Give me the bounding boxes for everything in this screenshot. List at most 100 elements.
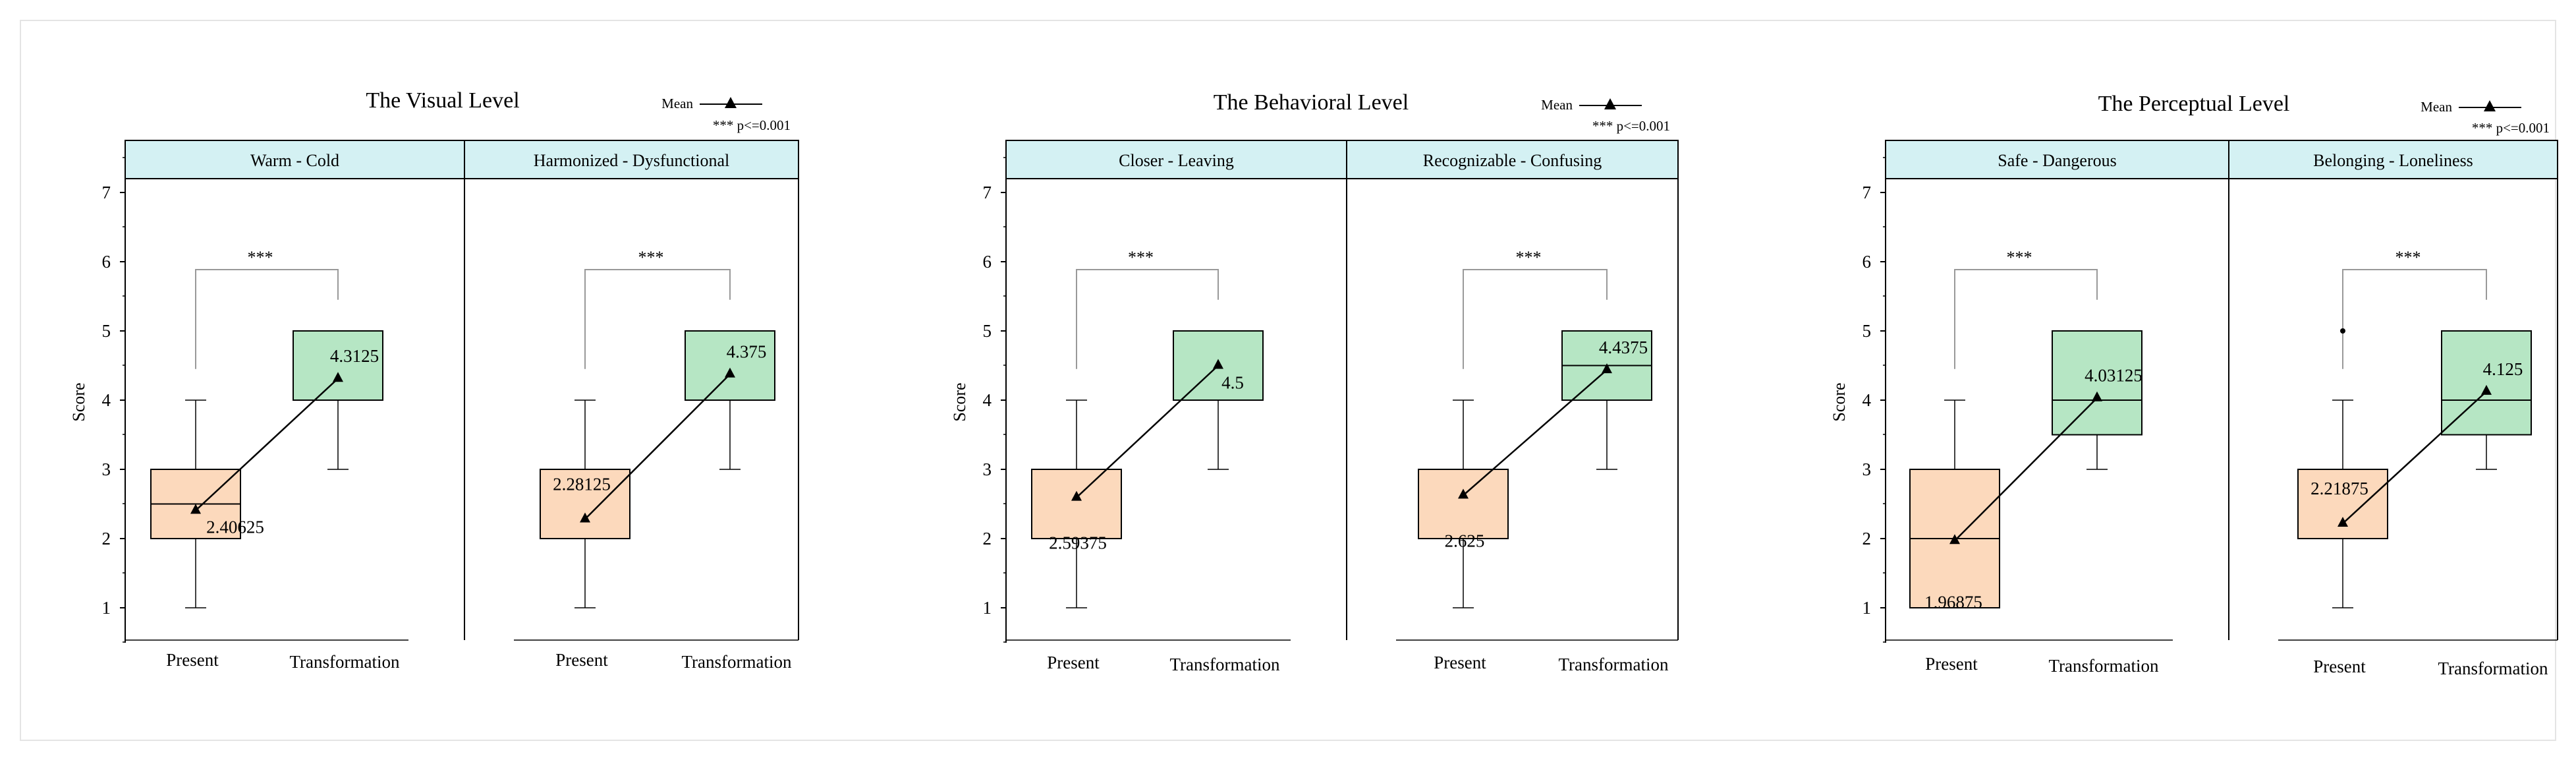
y-tick-label: 1 — [102, 598, 111, 618]
legend-mean-label: Mean — [2421, 99, 2452, 115]
x-tick-label: Transformation — [682, 652, 792, 672]
x-tick-label: Present — [1925, 654, 1978, 674]
mean-value-label: 1.96875 — [1924, 592, 1982, 612]
box-body — [1031, 469, 1122, 539]
mean-triangle-icon — [190, 504, 201, 514]
significance-bracket — [2342, 269, 2487, 369]
box-body — [2297, 469, 2388, 539]
significance-note: *** p<=0.001 — [1592, 118, 1670, 134]
x-tick-label: Transformation — [2049, 656, 2159, 676]
significance-note: *** p<=0.001 — [713, 117, 791, 133]
box-transformation — [293, 330, 383, 470]
panel-header-label: Closer - Leaving — [1119, 151, 1234, 170]
box-transformation — [1561, 330, 1652, 470]
y-tick-label: 4 — [102, 390, 111, 410]
mean-connector-line — [584, 373, 731, 520]
panel-header-label: Warm - Cold — [250, 151, 339, 170]
box-body — [2052, 330, 2142, 436]
significance-marker: *** — [248, 248, 273, 267]
panel-header — [1346, 140, 1679, 179]
chart-title: The Perceptual Level — [2098, 92, 2290, 116]
significance-bracket — [1463, 269, 1608, 369]
mean-connector-line — [195, 378, 339, 512]
panel-header — [2228, 140, 2558, 179]
y-tick-label: 3 — [102, 459, 111, 479]
x-tick-label: Transformation — [2438, 659, 2548, 678]
legend-mean-triangle-icon — [1604, 98, 1616, 109]
y-tick-label: 7 — [1862, 183, 1872, 202]
mean-value-label: 4.4375 — [1599, 338, 1648, 357]
significance-marker: *** — [638, 248, 664, 267]
significance-bracket — [1076, 269, 1219, 369]
x-tick-label: Present — [1434, 653, 1486, 672]
chart-title: The Visual Level — [366, 88, 519, 113]
y-tick-label: 4 — [983, 390, 992, 410]
significance-note: *** p<=0.001 — [2472, 120, 2550, 136]
figure-frame — [20, 20, 2556, 741]
y-tick-label: 6 — [983, 252, 992, 272]
mean-value-label: 4.125 — [2483, 359, 2523, 379]
y-tick-label: 5 — [983, 321, 992, 341]
significance-bracket — [584, 269, 731, 369]
y-tick-label: 5 — [1862, 321, 1872, 341]
x-tick-label: Transformation — [1559, 655, 1669, 674]
y-tick-label: 5 — [102, 321, 111, 341]
y-tick-label: 2 — [102, 529, 111, 548]
x-tick-label: Present — [1047, 653, 1100, 672]
y-tick-label: 3 — [1862, 459, 1872, 479]
mean-triangle-icon — [1458, 488, 1469, 499]
y-tick-label: 4 — [1862, 390, 1872, 410]
panel-header-label: Belonging - Loneliness — [2313, 151, 2473, 170]
mean-triangle-icon — [1949, 534, 1960, 545]
significance-bracket — [195, 269, 339, 369]
box-present — [540, 399, 630, 608]
mean-value-label: 4.3125 — [330, 346, 379, 366]
y-tick-label: 2 — [983, 529, 992, 548]
y-tick-label: 6 — [102, 252, 111, 272]
significance-marker: *** — [2007, 248, 2032, 267]
mean-value-label: 2.625 — [1445, 531, 1485, 550]
y-tick-label: 3 — [983, 459, 992, 479]
y-axis-label: Score — [69, 382, 88, 421]
significance-marker: *** — [2395, 248, 2421, 267]
box-transformation — [2052, 330, 2142, 470]
x-tick-label: Present — [166, 650, 219, 670]
y-tick-label: 7 — [983, 183, 992, 202]
box-present — [1909, 399, 2000, 608]
chart-title: The Behavioral Level — [1214, 90, 1409, 115]
box-transformation — [685, 330, 775, 470]
mean-value-label: 2.59375 — [1049, 533, 1107, 553]
mean-connector-line — [1463, 369, 1608, 496]
mean-value-label: 2.40625 — [206, 517, 264, 537]
y-axis-label: Score — [950, 382, 969, 421]
panel-header-label: Safe - Dangerous — [1998, 151, 2117, 170]
box-present — [1031, 399, 1122, 608]
box-transformation — [2441, 330, 2532, 470]
mean-triangle-icon — [2481, 384, 2492, 395]
box-transformation — [1173, 330, 1264, 470]
mean-connector-line — [1954, 397, 2098, 542]
panel-header-label: Recognizable - Confusing — [1423, 151, 1602, 170]
mean-triangle-icon — [333, 372, 343, 382]
mean-value-label: 2.21875 — [2310, 479, 2368, 498]
significance-marker: *** — [1516, 248, 1542, 267]
mean-triangle-icon — [580, 512, 590, 523]
panel-header — [464, 140, 799, 179]
chart-group-2: The Behavioral Level Mean *** p<=0.001Clos… — [950, 90, 1679, 674]
y-tick-label: 6 — [1862, 252, 1872, 272]
mean-triangle-icon — [2338, 517, 2348, 527]
significance-bracket — [1954, 269, 2098, 369]
mean-value-label: 2.28125 — [553, 474, 611, 494]
mean-value-label: 4.03125 — [2085, 366, 2142, 386]
box-present — [1418, 399, 1509, 608]
y-tick-label: 7 — [102, 183, 111, 202]
mean-triangle-icon — [725, 367, 735, 378]
legend-mean-label: Mean — [1541, 97, 1573, 113]
y-tick-label: 2 — [1862, 529, 1872, 548]
mean-value-label: 4.5 — [1221, 373, 1244, 393]
